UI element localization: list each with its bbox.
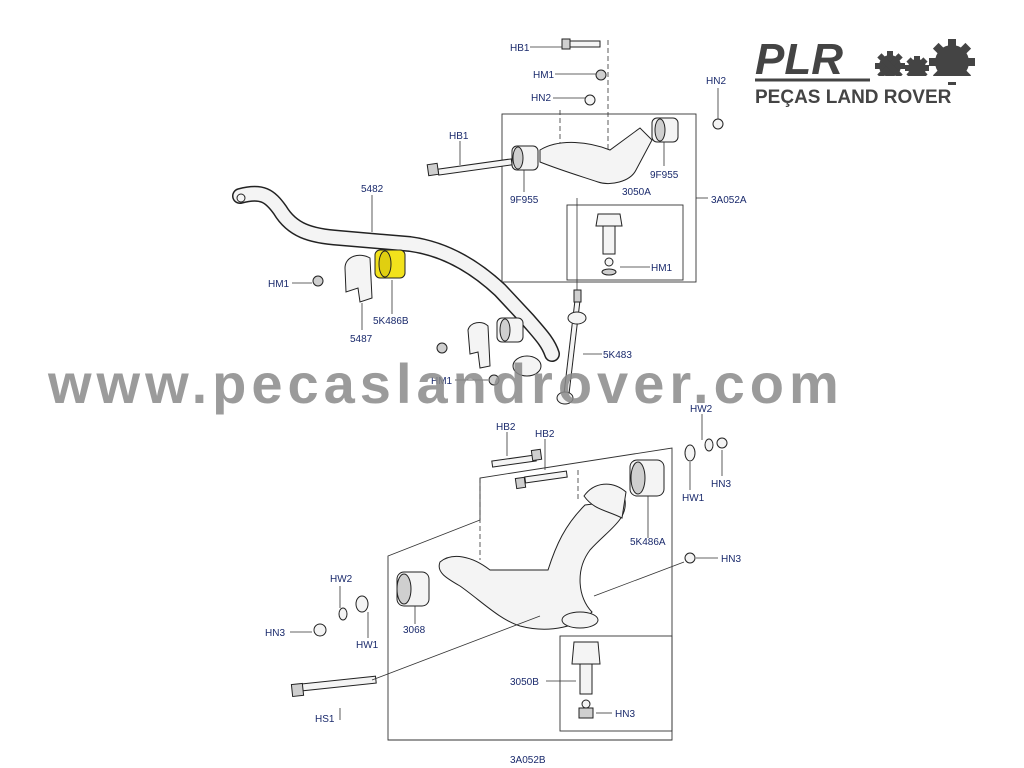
washer-hw2-right — [704, 438, 714, 452]
clamp-5487 — [344, 254, 373, 303]
label-3a052a: 3A052A — [711, 195, 747, 206]
label-hw2-left: HW2 — [330, 574, 353, 585]
nut-hm1-mid — [488, 374, 500, 386]
lower-arm-front-mount — [583, 483, 627, 519]
lower-control-arm — [438, 499, 626, 630]
label-hn2-right: HN2 — [706, 76, 726, 87]
washer-hw2-left — [338, 607, 348, 621]
label-hn3-ball: HN3 — [615, 709, 635, 720]
upper-arm-assembly — [426, 38, 724, 283]
stabilizer-bar-assembly — [232, 185, 602, 405]
washer-hw1-right — [684, 444, 696, 462]
label-5k486a: 5K486A — [630, 537, 666, 548]
clamp-right — [467, 322, 491, 369]
label-hn3-left: HN3 — [265, 628, 285, 639]
lower-arm-assembly — [290, 414, 728, 741]
nut-left-bar — [436, 342, 448, 354]
ball-joint-3050b — [571, 641, 601, 719]
bar-link-eye — [512, 355, 542, 377]
label-hm1-left: HM1 — [268, 279, 290, 290]
label-3068: 3068 — [403, 625, 426, 636]
brand-logo: PLR PEÇAS LAND ROVER — [755, 35, 982, 108]
bolt-hb2-a — [491, 448, 543, 468]
logo-subtitle: PEÇAS LAND ROVER — [755, 87, 952, 108]
logo-brand: PLR — [755, 35, 843, 84]
ball-joint-3050a — [595, 213, 623, 276]
nut-hm1-top — [595, 69, 607, 81]
label-hm1-mid: HM1 — [431, 376, 453, 387]
label-hn2-top: HN2 — [531, 93, 551, 104]
label-5k483: 5K483 — [603, 350, 632, 361]
label-hb2-b: HB2 — [535, 429, 555, 440]
label-hn3-mid: HN3 — [721, 554, 741, 565]
bolt-hs1 — [290, 675, 377, 698]
bushing-5k486b-highlighted — [374, 249, 406, 279]
bushing-9f955-left — [511, 145, 539, 171]
callout-labels: HB1 HM1 HN2 HN2 HB1 9F955 9F955 3050A 3A… — [265, 43, 747, 766]
label-hm1-top: HM1 — [533, 70, 555, 81]
nut-hn2-top — [584, 94, 596, 106]
stabilizer-bar-5482 — [233, 187, 559, 361]
label-hn3-right: HN3 — [711, 479, 731, 490]
label-5482: 5482 — [361, 184, 384, 195]
nut-hn3-right — [716, 437, 728, 449]
label-3050b: 3050B — [510, 677, 539, 688]
label-hb1-top: HB1 — [510, 43, 530, 54]
label-hm1-ball: HM1 — [651, 263, 673, 274]
label-hw1-left: HW1 — [356, 640, 379, 651]
bushing-5k486a — [629, 459, 665, 497]
label-hb2-a: HB2 — [496, 422, 516, 433]
nut-hm1-left — [312, 275, 324, 287]
lower-arm-ball-seat — [561, 611, 599, 629]
label-hb1-left: HB1 — [449, 131, 469, 142]
washer-hw1-left — [355, 595, 369, 613]
label-9f955-right: 9F955 — [650, 170, 679, 181]
stabilizer-link-5k483 — [556, 289, 587, 405]
label-3050a: 3050A — [622, 187, 651, 198]
bushing-9f955-right — [651, 117, 679, 143]
ball-joint-3050b-box — [559, 635, 673, 732]
ball-joint-3050a-box — [566, 204, 684, 281]
label-hs1: HS1 — [315, 714, 335, 725]
label-9f955-left: 9F955 — [510, 195, 539, 206]
label-hw2-right: HW2 — [690, 404, 713, 415]
label-hw1-right: HW1 — [682, 493, 705, 504]
nut-hn3-left — [313, 623, 327, 637]
watermark-url: www.pecaslandrover.com — [47, 352, 844, 415]
bolt-hb1-left — [426, 158, 513, 177]
nut-hn3-mid — [684, 552, 696, 564]
label-5k486b: 5K486B — [373, 316, 409, 327]
gear-icon — [870, 39, 982, 85]
bushing-right — [496, 317, 524, 343]
label-5487: 5487 — [350, 334, 373, 345]
bolt-hb2-b — [514, 470, 568, 490]
label-3a052b: 3A052B — [510, 755, 546, 766]
bushing-3068 — [396, 571, 430, 607]
bolt-hb1-top — [561, 38, 601, 50]
upper-control-arm — [539, 127, 653, 184]
nut-hn2-right — [712, 118, 724, 130]
